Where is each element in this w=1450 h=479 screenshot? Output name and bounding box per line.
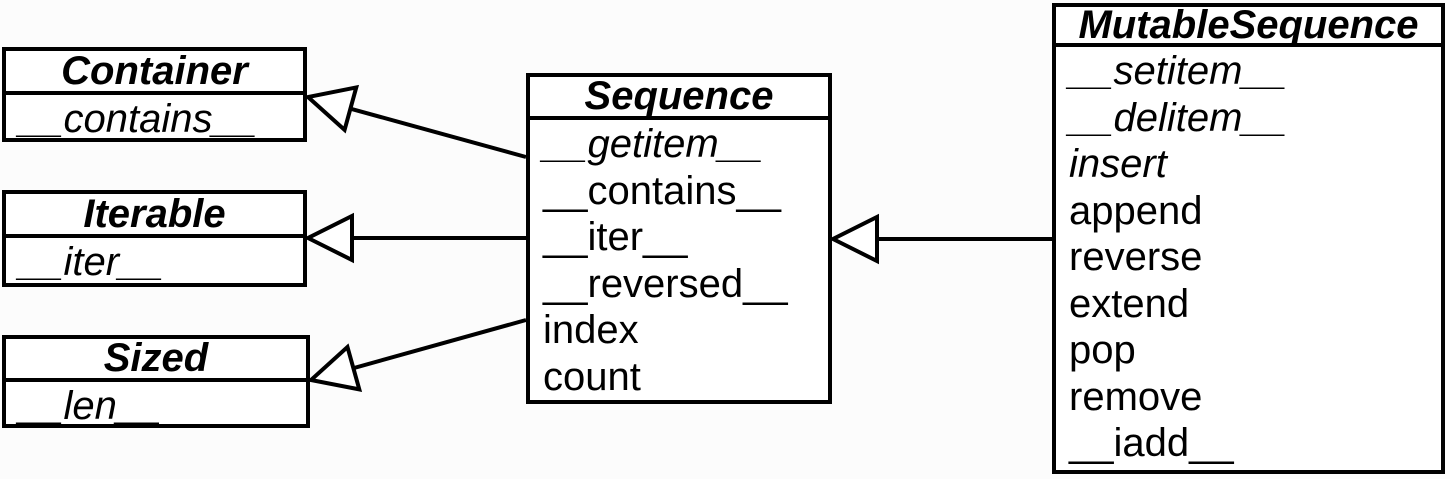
inheritance-arrow-sequence-to-sized xyxy=(311,318,527,380)
class-members-sized: __len__ xyxy=(6,382,306,430)
class-member: count xyxy=(543,354,641,399)
class-members-sequence: __getitem__ __contains__ __iter__ __reve… xyxy=(530,120,828,400)
class-member: __iadd__ xyxy=(1069,421,1234,465)
class-member: index xyxy=(543,308,639,352)
class-member: append xyxy=(1069,188,1203,233)
class-member: insert xyxy=(1069,142,1167,186)
class-member: pop xyxy=(1069,328,1136,372)
class-member: __setitem__ xyxy=(1069,49,1287,93)
class-box-sized: Sized __len__ xyxy=(2,335,310,428)
class-member: __getitem__ xyxy=(543,122,764,166)
class-member: __delitem__ xyxy=(1069,95,1287,140)
class-members-mutablesequence: __setitem__ __delitem__ insert append re… xyxy=(1056,47,1441,467)
class-member: __contains__ xyxy=(19,97,257,141)
class-box-sequence: Sequence __getitem__ __contains__ __iter… xyxy=(526,73,832,404)
class-title-container: Container xyxy=(6,49,303,95)
class-box-iterable: Iterable __iter__ xyxy=(2,190,307,287)
class-member: __iter__ xyxy=(543,215,688,259)
class-member: __reversed__ xyxy=(543,261,788,306)
class-title-mutablesequence: MutableSequence xyxy=(1056,3,1441,47)
class-box-container: Container __contains__ xyxy=(2,47,307,142)
class-title-sized: Sized xyxy=(6,336,306,382)
class-member: __iter__ xyxy=(19,240,164,284)
class-title-iterable: Iterable xyxy=(6,192,303,238)
class-member: reverse xyxy=(1069,235,1203,279)
class-member: __len__ xyxy=(19,384,162,428)
class-member: remove xyxy=(1069,374,1203,419)
class-member: extend xyxy=(1069,281,1190,326)
class-members-iterable: __iter__ xyxy=(6,238,303,286)
class-box-mutablesequence: MutableSequence __setitem__ __delitem__ … xyxy=(1052,3,1445,474)
class-title-sequence: Sequence xyxy=(530,74,828,120)
class-member: __contains__ xyxy=(543,168,781,213)
inheritance-arrow-sequence-to-container xyxy=(308,97,527,159)
class-members-container: __contains__ xyxy=(6,95,303,143)
